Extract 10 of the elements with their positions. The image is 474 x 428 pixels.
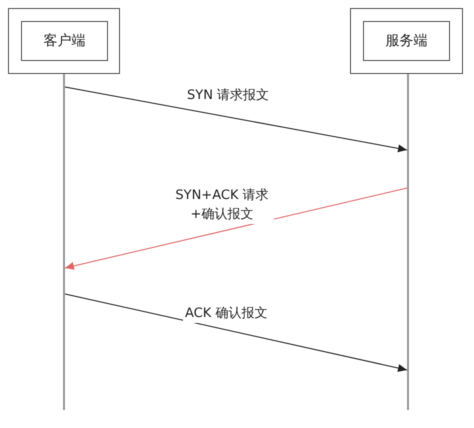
message-arrow <box>64 86 408 152</box>
message-arrow <box>64 294 408 372</box>
message-arrow <box>64 188 408 270</box>
lifeline <box>63 74 65 410</box>
participant-frame <box>8 8 120 74</box>
lifeline <box>407 74 409 410</box>
message-label: ACK 确认报文 <box>183 304 270 322</box>
participant-box: 服务端 <box>363 21 450 61</box>
participant-box: 客户端 <box>21 21 108 61</box>
participant-frame <box>350 8 463 74</box>
